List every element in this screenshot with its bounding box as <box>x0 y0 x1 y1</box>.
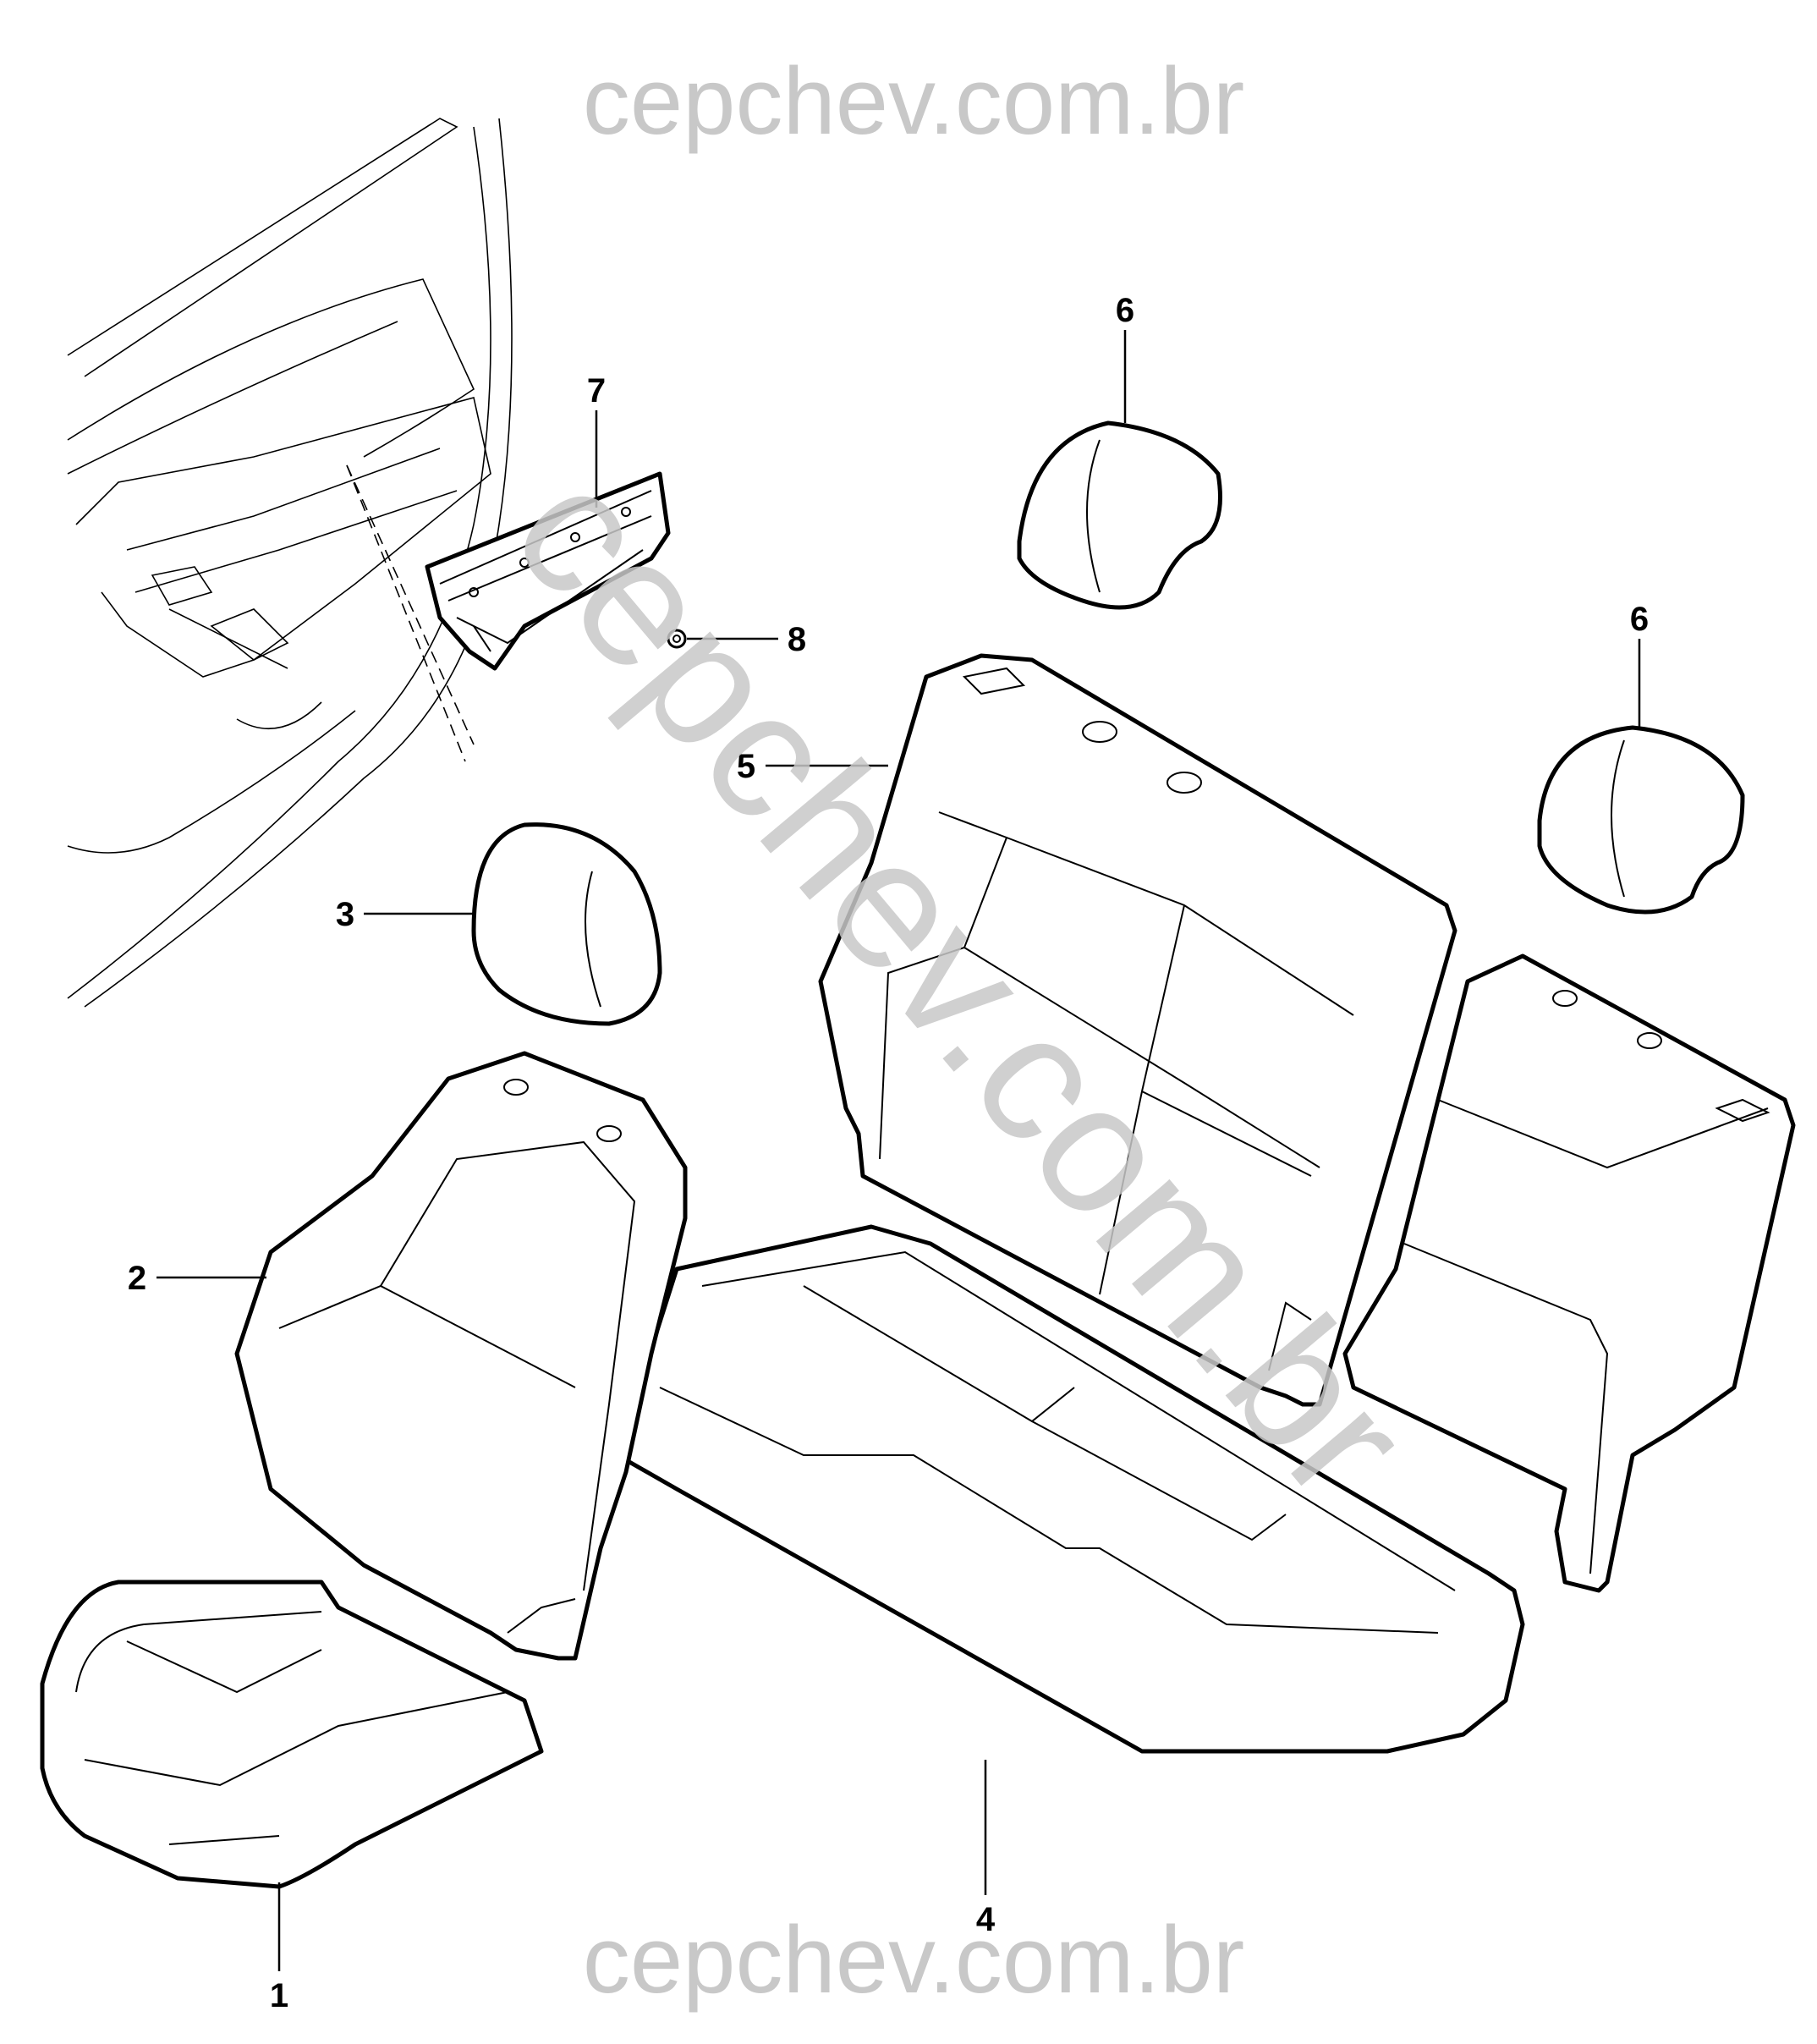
part-8-clip <box>667 629 687 649</box>
callout-5: 5 <box>737 748 755 785</box>
part-3-front-headrest <box>471 822 662 1026</box>
door-panel <box>67 118 513 1008</box>
part-5-rear-backrest-large <box>818 653 1457 1407</box>
callout-6-right: 6 <box>1630 601 1649 638</box>
part-6-headrest-left <box>1017 420 1222 610</box>
part-1-front-cushion <box>40 1580 544 1889</box>
callout-3: 3 <box>336 896 354 933</box>
callout-labels: 1 2 3 4 5 6 6 7 8 <box>128 292 1649 2014</box>
callout-2: 2 <box>128 1260 146 1297</box>
part-4-rear-cushion <box>615 1224 1525 1754</box>
leader-lines <box>156 330 1641 1971</box>
callout-1: 1 <box>270 1977 288 2014</box>
part-7-pocket-bracket <box>425 471 671 671</box>
callout-4: 4 <box>976 1901 996 1938</box>
watermark-bottom: cepchev.com.br <box>583 1907 1244 2013</box>
callout-7: 7 <box>587 372 606 409</box>
part-2-front-backrest <box>234 1051 688 1661</box>
rear-backrest-small <box>1342 953 1796 1593</box>
part-6-headrest-right <box>1537 725 1745 915</box>
callout-8: 8 <box>788 621 806 658</box>
callout-6-left: 6 <box>1116 292 1134 329</box>
watermark-top: cepchev.com.br <box>583 48 1244 154</box>
